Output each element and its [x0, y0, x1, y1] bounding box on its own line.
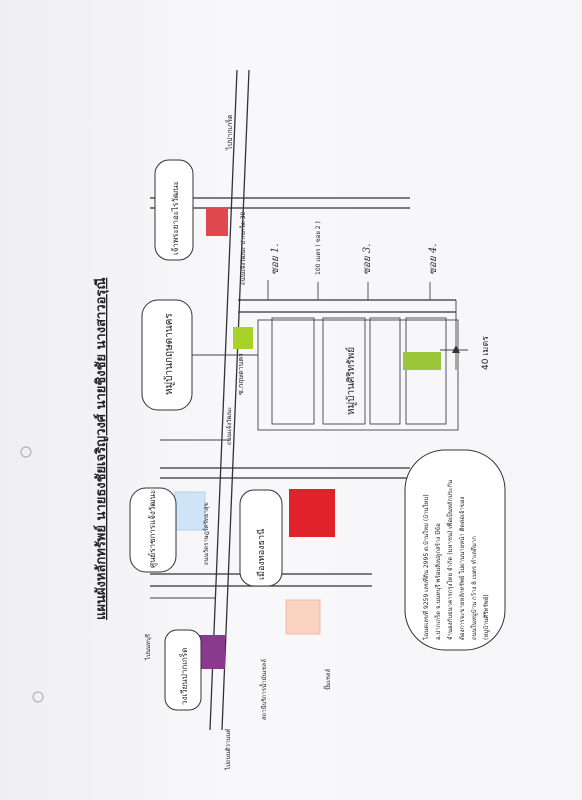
sub-road-label: ซ.กฤษดานคร	[237, 353, 245, 395]
market-label-box	[239, 489, 283, 587]
main-road-2-label: ถนนวัดราษฎร์ศรัทธาสุข	[202, 502, 210, 565]
school-label-box	[129, 487, 177, 573]
left-road-label: ไปนนทบุรี	[144, 633, 152, 661]
temple-label-box	[164, 629, 202, 711]
lime-box	[233, 327, 253, 349]
soi-road-label: ถนนแจ้งวัฒนะ ปากเกร็ด 30	[238, 211, 247, 285]
note-box	[404, 449, 506, 651]
binder-hole-bottom	[32, 691, 44, 703]
school-label: ศูนย์ราชการแจ้งวัฒนะ	[147, 490, 158, 568]
main-road-line-left	[209, 69, 238, 731]
village-lot-2	[322, 317, 366, 425]
map-title: แผนผังหลักทรัพย์ นายธงชัยเจริญวงศ์ นายชิ…	[93, 278, 109, 620]
market-label: เมืองทองธานี	[256, 529, 267, 580]
note-line-1: โฉนดเลขที่ 9259 เลขที่ดิน 2995 ต.บ้านใหม…	[422, 494, 430, 640]
distance-label: 40 เมตร	[481, 336, 491, 370]
school-blue-box	[174, 491, 206, 531]
village-outline	[257, 319, 459, 431]
note-line-4: ต้องการจะขายหลักทรัพย์ ไม่ผ่านนายหน้า ติ…	[458, 497, 466, 640]
village-name-label: หมู่บ้านกฤษดานคร	[163, 313, 175, 395]
market-red-box-mid	[289, 489, 335, 537]
left-bottom-road-label: ไปถนนติวานนท์	[224, 729, 232, 772]
temple-purple-box	[199, 635, 225, 669]
note-text: โฉนดเลขที่ 9259 เลขที่ดิน 2995 ต.บ้านใหม…	[422, 480, 490, 640]
main-road-line-right	[221, 69, 250, 731]
soi-3-label: ซอย 3.	[362, 244, 373, 275]
soi-1-label: ซอย 1.	[270, 244, 281, 275]
village-lot-4	[405, 317, 447, 425]
bottom-pink-label: ปั๊มเชลล์	[323, 668, 332, 690]
village-lot-1	[271, 317, 315, 425]
top-right-road-label: ไปปากเกร็ด	[225, 114, 234, 151]
market-red-box-top	[206, 208, 228, 236]
main-road-label: ถนนแจ้งวัฒนะ	[226, 407, 233, 445]
village-label-box	[141, 299, 193, 411]
bottom-left-label: สถานีบริการน้ำมันเชลล์	[258, 659, 268, 720]
top-village-label-box	[154, 159, 194, 261]
top-village-label: เจ้าพระยาอะไรวัฒนะ	[171, 181, 180, 255]
note-line-6: (หมู่บ้านศิริทรัพย์)	[482, 594, 490, 640]
note-line-5: ถนนในหมู่บ้าน กว้าง 8 เมตร ทำเลดีมาก	[470, 536, 478, 640]
binder-hole-top	[20, 446, 32, 458]
note-line-2: อ.ปากเกร็ด จ.นนทบุรี พร้อมสิ่งปลูกสร้าง …	[433, 523, 442, 640]
village-lot-3	[369, 317, 401, 425]
temple-label: วงเวียนปากเกร็ด	[179, 648, 189, 705]
distance-arrow	[452, 345, 460, 353]
soi-4-label: ซอย 4.	[428, 244, 439, 275]
pink-box	[285, 599, 321, 635]
project-green-box	[403, 352, 441, 370]
project-label: หมู่บ้านศิริทรัพย์	[345, 347, 357, 415]
note-line-3: จำนองกับธนาคารกรุงไทย จำกัด (มหาชน) เพื่…	[445, 480, 454, 640]
soi-2-label: 100 เมตร ( ซอย 2 )	[315, 221, 322, 275]
